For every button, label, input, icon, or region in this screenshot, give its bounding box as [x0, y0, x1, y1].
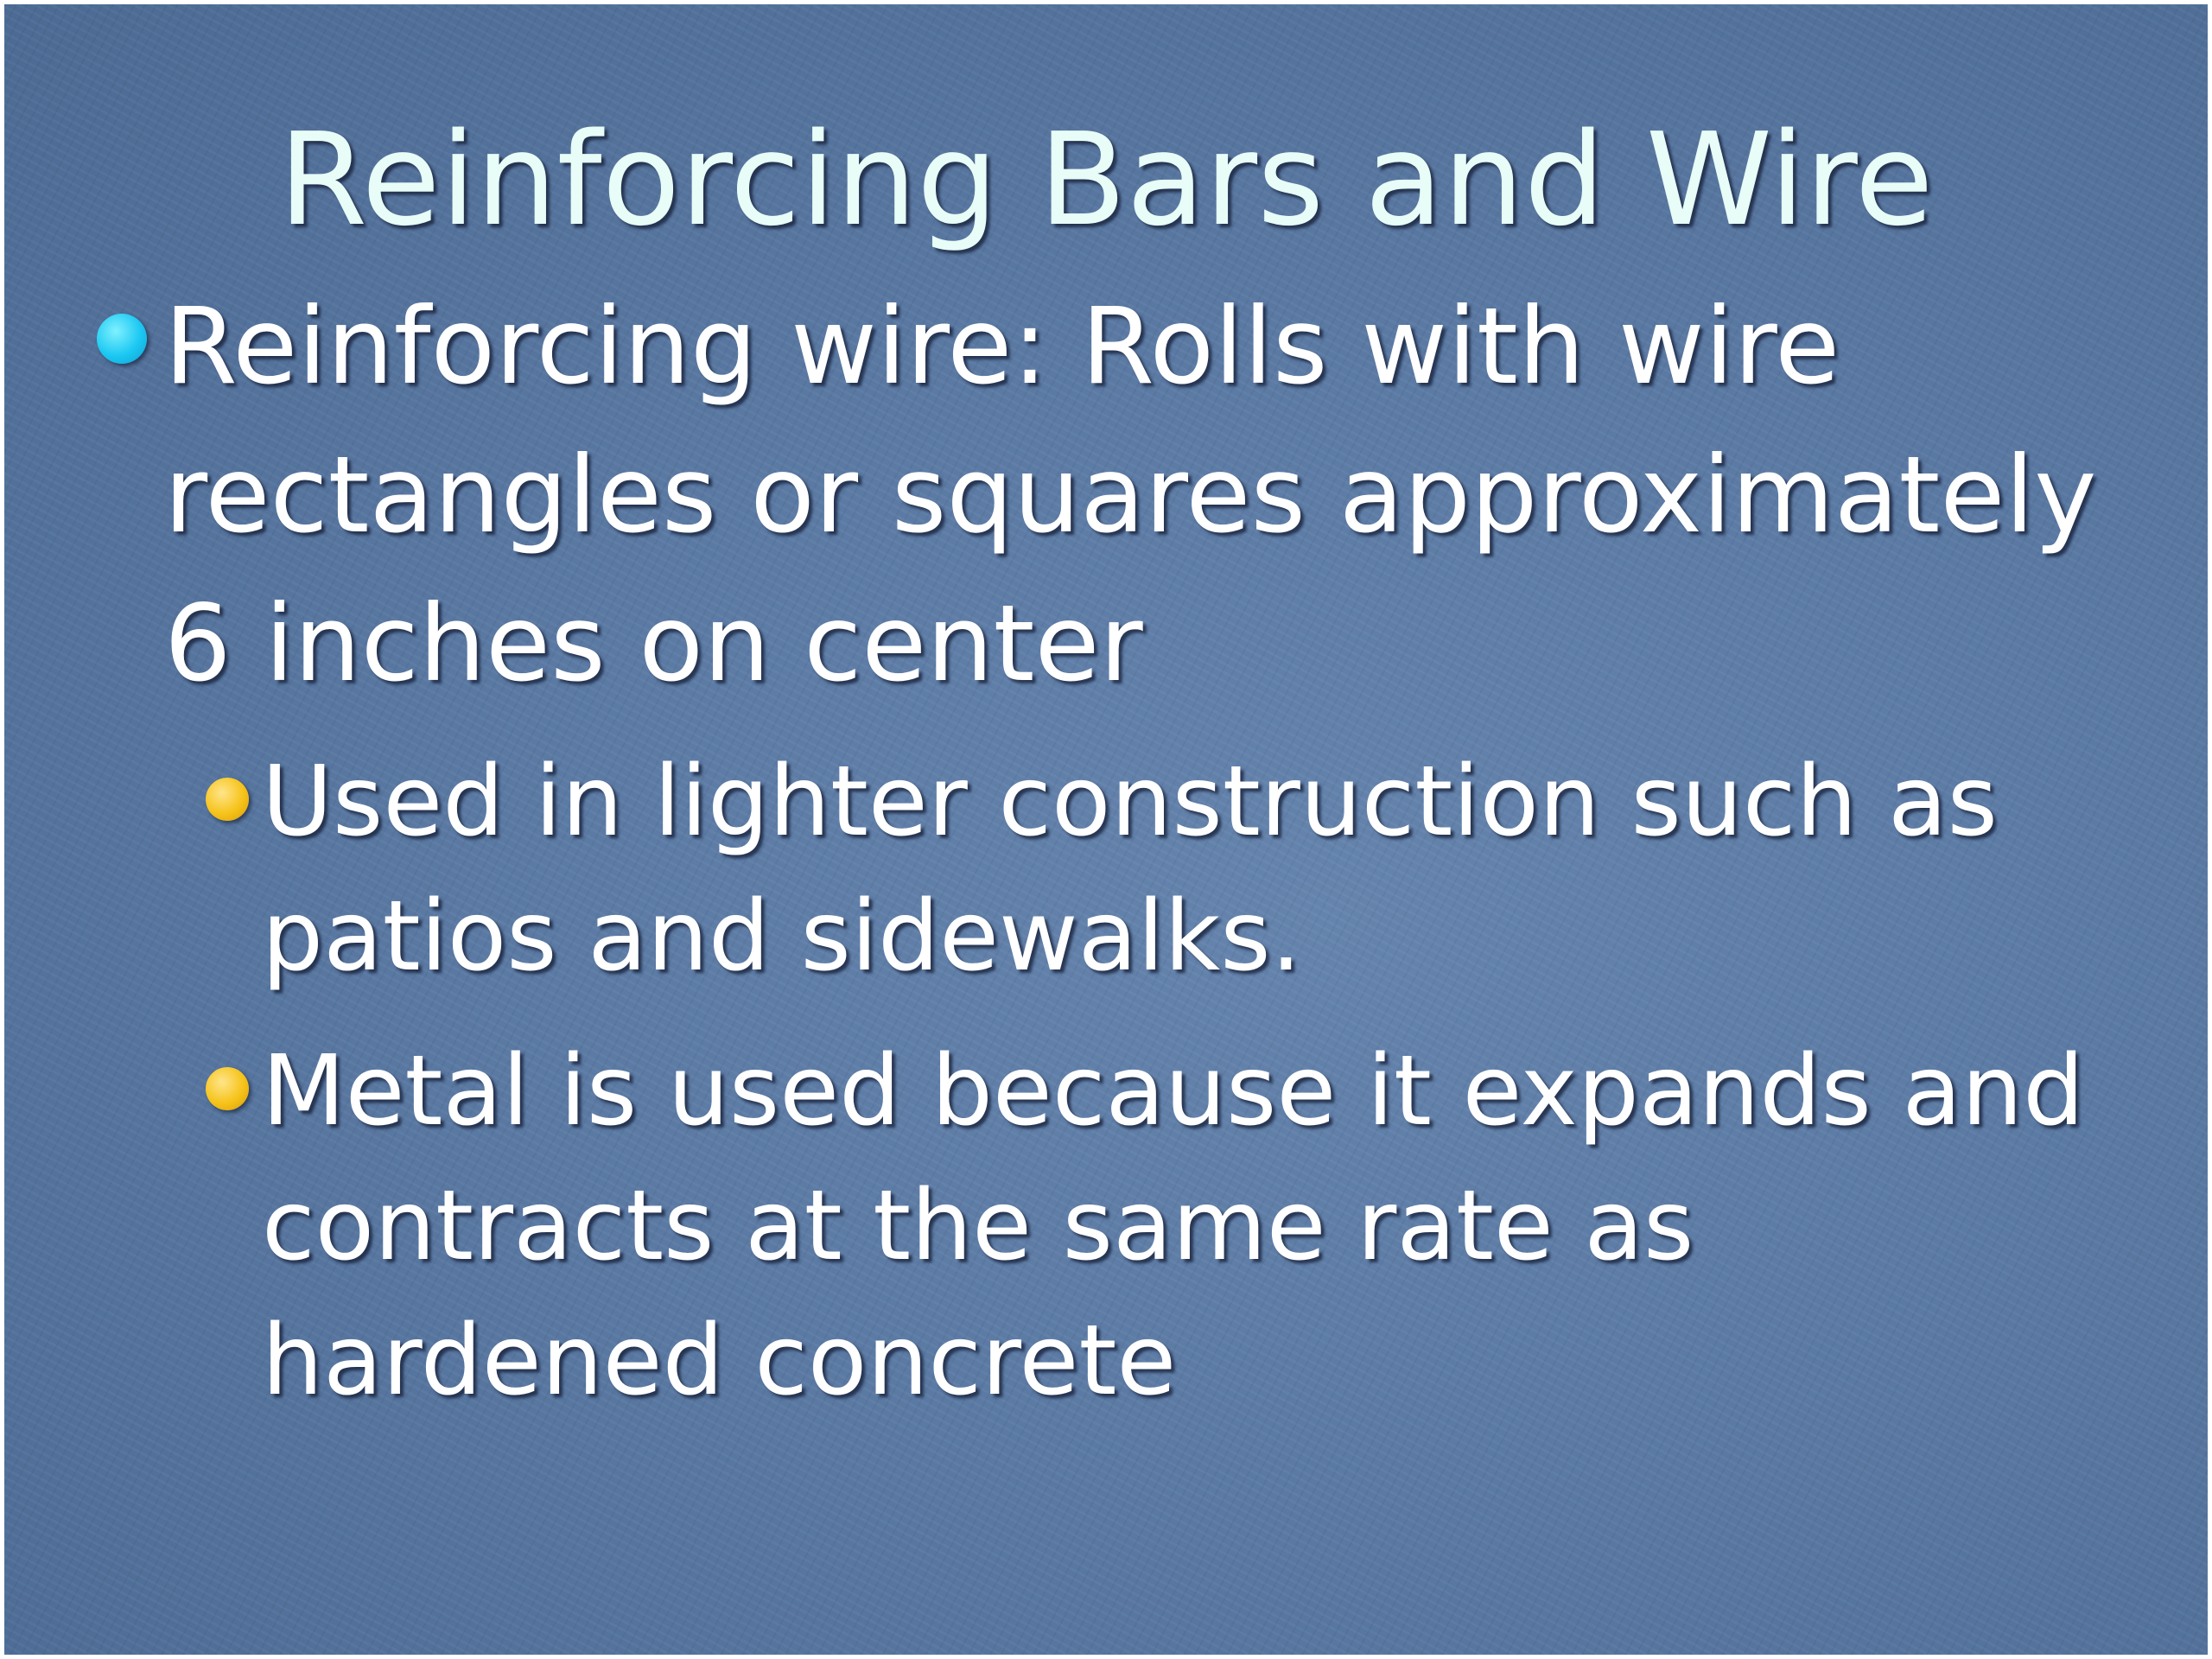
bullet-item-reinforcing-wire: Reinforcing wire: Rolls with wire rectan… — [164, 272, 2152, 718]
sub-bullet-dot-icon — [206, 1067, 249, 1110]
slide: Reinforcing Bars and Wire Reinforcing wi… — [4, 4, 2208, 1655]
bullet-line: 6 inches on center — [164, 582, 1143, 705]
bullet-line: Used in lighter construction such as — [262, 746, 1998, 858]
bullet-line: Metal is used because it expands and — [262, 1035, 2085, 1147]
bullet-line: rectangles or squares approximately — [164, 434, 2097, 556]
slide-title: Reinforcing Bars and Wire — [278, 105, 1934, 254]
sub-bullet-item-metal-expands: Metal is used because it expands and con… — [262, 1024, 2180, 1428]
bullet-line: hardened concrete — [262, 1305, 1177, 1417]
sub-bullet-item-lighter-construction: Used in lighter construction such as pat… — [262, 734, 2180, 1004]
sub-bullet-dot-icon — [206, 778, 249, 821]
bullet-line: contracts at the same rate as — [262, 1170, 1694, 1282]
bullet-line: Reinforcing wire: Rolls with wire — [164, 285, 1840, 408]
bullet-line: patios and sidewalks. — [262, 880, 1302, 993]
bullet-dot-icon — [97, 314, 147, 364]
